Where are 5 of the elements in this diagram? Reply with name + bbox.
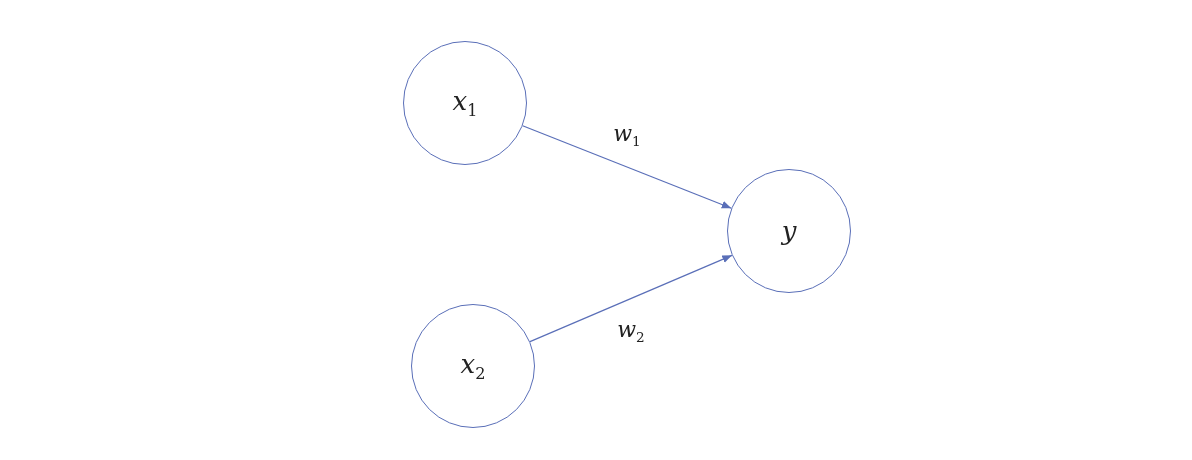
- arrow: [529, 254, 733, 343]
- node-label: y: [781, 216, 797, 246]
- node-label: x$_{1}$: [452, 85, 478, 121]
- node-label: x$_{2}$: [460, 348, 486, 384]
- arrow: [522, 125, 732, 209]
